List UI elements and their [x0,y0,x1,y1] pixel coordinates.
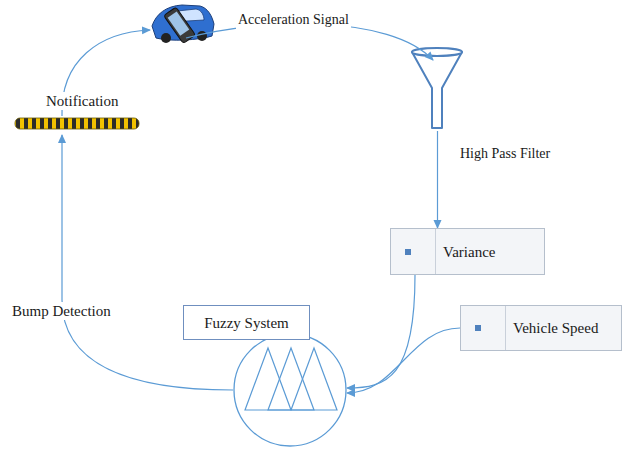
filter-node: High Pass Filter [410,46,465,131]
detection-line [62,135,233,390]
funnel-symbol [412,48,462,128]
fuzzy-label: Fuzzy System [204,314,289,332]
connector [347,275,415,388]
fuzzy-label-box: Fuzzy System [183,305,310,340]
connector [437,131,438,228]
filter-label: High Pass Filter [460,146,550,163]
annotation-label: Notification [44,92,120,110]
panel-icon [405,249,411,255]
annotation-label: Acceleration Signal [236,12,351,29]
fuzzy-node: Fuzzy System [233,333,347,447]
connector [347,328,460,393]
car-illustration [152,5,214,44]
panel-text: Vehicle Speed [513,319,598,337]
signal-line [186,24,433,60]
panel-divider [435,229,436,274]
fuzzy-circle [233,333,347,447]
panel-divider [505,306,506,350]
bump-strip [15,118,139,129]
data-panel: Vehicle Speed [460,305,622,351]
panel-text: Variance [443,243,495,261]
annotation-label: Bump Detection [10,302,113,320]
panel-icon [475,325,481,331]
data-panel: Variance [390,228,545,275]
